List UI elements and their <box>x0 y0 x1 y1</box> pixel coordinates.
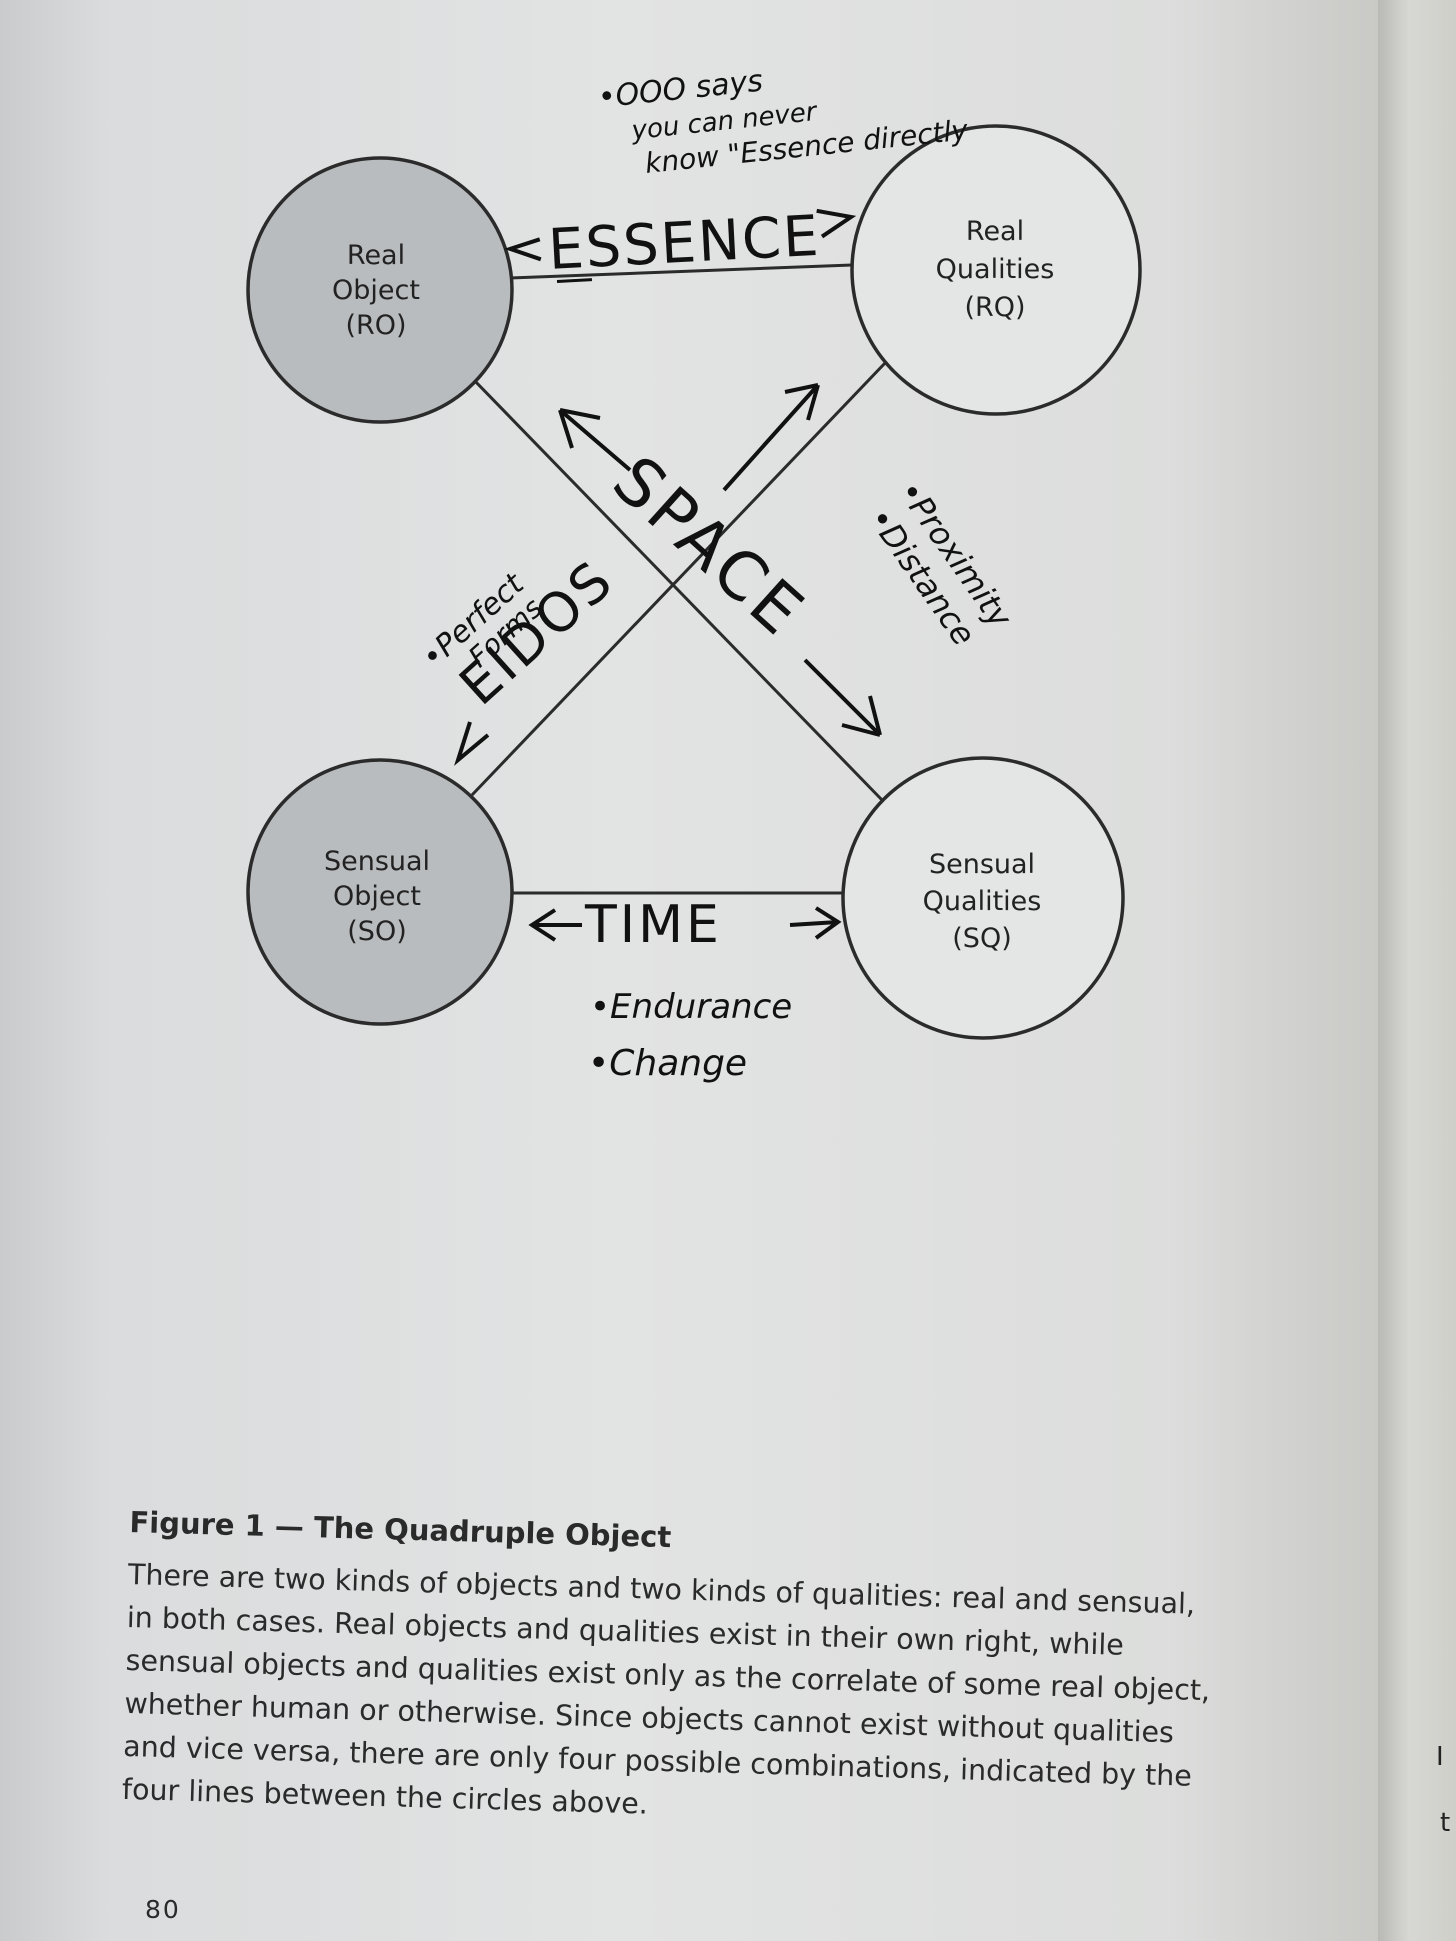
time-note-line-1: •Endurance <box>590 987 792 1027</box>
essence-right-arrowhead <box>816 208 857 239</box>
node-rq-line-1: Real <box>966 216 1024 247</box>
space-up-right-arrow <box>722 383 820 492</box>
edge-so-rq <box>470 360 888 797</box>
essence-underline <box>556 278 593 283</box>
adjacent-page-letter: I <box>1436 1742 1444 1772</box>
diagram-edges <box>470 263 888 895</box>
essence-left-arrowhead <box>503 237 542 262</box>
time-right-arrow <box>789 906 842 940</box>
edge-ro-rq <box>509 263 853 280</box>
node-so-line-2: Object <box>333 881 421 912</box>
book-page <box>0 0 1378 1941</box>
node-sq-line-2: Qualities <box>923 886 1042 917</box>
page-number: 80 <box>145 1895 181 1924</box>
node-rq-line-2: Qualities <box>936 254 1055 285</box>
quadruple-object-diagram: Real Object (RO) Real Qualities (RQ) Sen… <box>246 63 1142 1084</box>
edge-ro-sq <box>470 376 884 802</box>
time-left-arrow <box>528 908 582 942</box>
node-sq: Sensual Qualities (SQ) <box>841 756 1125 1040</box>
real-qualities-circle <box>850 124 1142 416</box>
figure-description: There are two kinds of objects and two k… <box>121 1557 1211 1821</box>
node-rq-line-3: (RQ) <box>964 292 1025 323</box>
node-sq-line-3: (SQ) <box>952 923 1011 954</box>
sensual-object-circle <box>246 758 514 1026</box>
node-sq-line-1: Sensual <box>929 849 1035 880</box>
node-so: Sensual Object (SO) <box>246 758 514 1026</box>
sensual-qualities-circle <box>841 756 1125 1040</box>
node-so-line-3: (SO) <box>347 916 406 947</box>
space-up-arrow <box>558 408 632 472</box>
essence-label: ESSENCE <box>547 204 822 283</box>
node-ro-line-3: (RO) <box>345 310 406 341</box>
adjacent-page-edge: I t <box>1378 0 1456 1941</box>
adjacent-page-letter: t <box>1440 1808 1451 1838</box>
node-rq: Real Qualities (RQ) <box>850 124 1142 416</box>
node-ro: Real Object (RO) <box>246 156 514 424</box>
space-down-arrow <box>803 658 882 737</box>
node-ro-line-2: Object <box>332 275 420 306</box>
node-so-line-1: Sensual <box>324 846 430 877</box>
figure-caption: Figure 1 — The Quadruple Object There ar… <box>121 1505 1219 1841</box>
time-note-line-2: •Change <box>588 1043 747 1084</box>
node-ro-line-1: Real <box>347 240 405 271</box>
eidos-arrowhead <box>454 721 490 766</box>
real-object-circle <box>246 156 514 424</box>
time-label: TIME <box>584 895 722 955</box>
